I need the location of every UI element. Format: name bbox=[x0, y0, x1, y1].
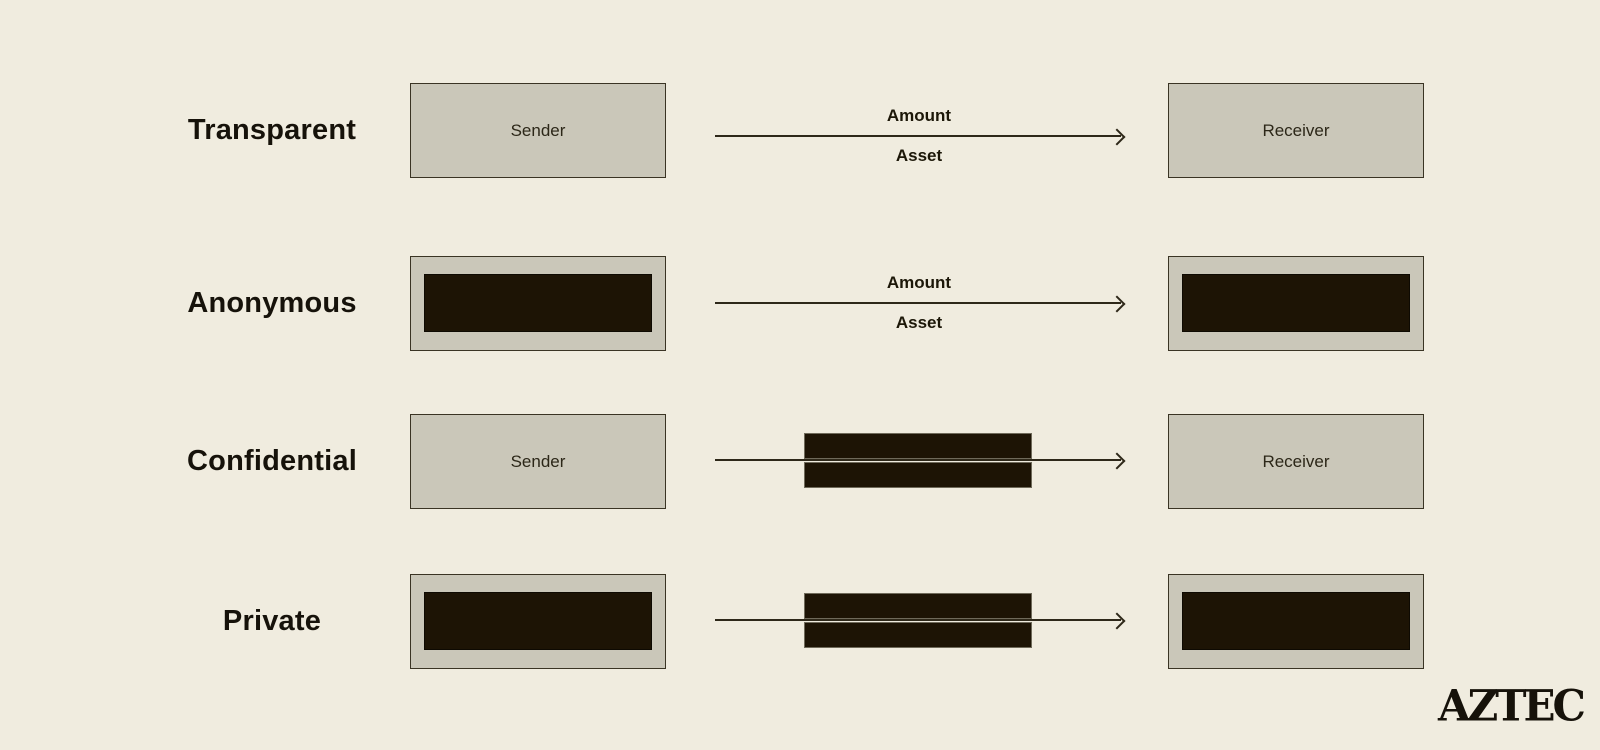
row-label-anonymous: Anonymous bbox=[187, 287, 357, 319]
sender-label: Sender bbox=[510, 120, 566, 140]
asset-label: Asset bbox=[895, 313, 943, 332]
redacted-amount-bar bbox=[804, 433, 1032, 459]
receiver-label: Receiver bbox=[1262, 120, 1330, 140]
sender-box-redacted bbox=[410, 574, 666, 669]
sender-box: Sender bbox=[410, 414, 666, 509]
receiver-box: Receiver bbox=[1168, 414, 1424, 509]
row-label-private: Private bbox=[222, 605, 322, 637]
channel-redaction bbox=[804, 433, 1032, 488]
sender-label: Sender bbox=[510, 451, 566, 471]
redaction-bar bbox=[424, 274, 652, 332]
sender-box: Sender bbox=[410, 83, 666, 178]
redacted-asset-bar bbox=[804, 622, 1032, 648]
transfer-arrow-line bbox=[715, 135, 1121, 137]
arrow-right-icon bbox=[1108, 612, 1126, 630]
transfer-arrow-line bbox=[715, 619, 1121, 621]
receiver-label: Receiver bbox=[1262, 451, 1330, 471]
receiver-box: Receiver bbox=[1168, 83, 1424, 178]
redaction-bar bbox=[1182, 274, 1410, 332]
row-label-confidential: Confidential bbox=[187, 445, 357, 477]
redaction-bar bbox=[424, 592, 652, 650]
redacted-asset-bar bbox=[804, 462, 1032, 488]
sender-box-redacted bbox=[410, 256, 666, 351]
transfer-arrow-line bbox=[715, 459, 1121, 461]
aztec-logo: AZTEC bbox=[1438, 680, 1586, 731]
row-label-transparent: Transparent bbox=[187, 114, 357, 146]
redacted-amount-bar bbox=[804, 593, 1032, 619]
asset-label: Asset bbox=[895, 146, 943, 165]
receiver-box-redacted bbox=[1168, 256, 1424, 351]
channel-redaction bbox=[804, 593, 1032, 648]
receiver-box-redacted bbox=[1168, 574, 1424, 669]
amount-label: Amount bbox=[886, 273, 952, 292]
redaction-bar bbox=[1182, 592, 1410, 650]
amount-label: Amount bbox=[886, 106, 952, 125]
transfer-arrow-line bbox=[715, 302, 1121, 304]
